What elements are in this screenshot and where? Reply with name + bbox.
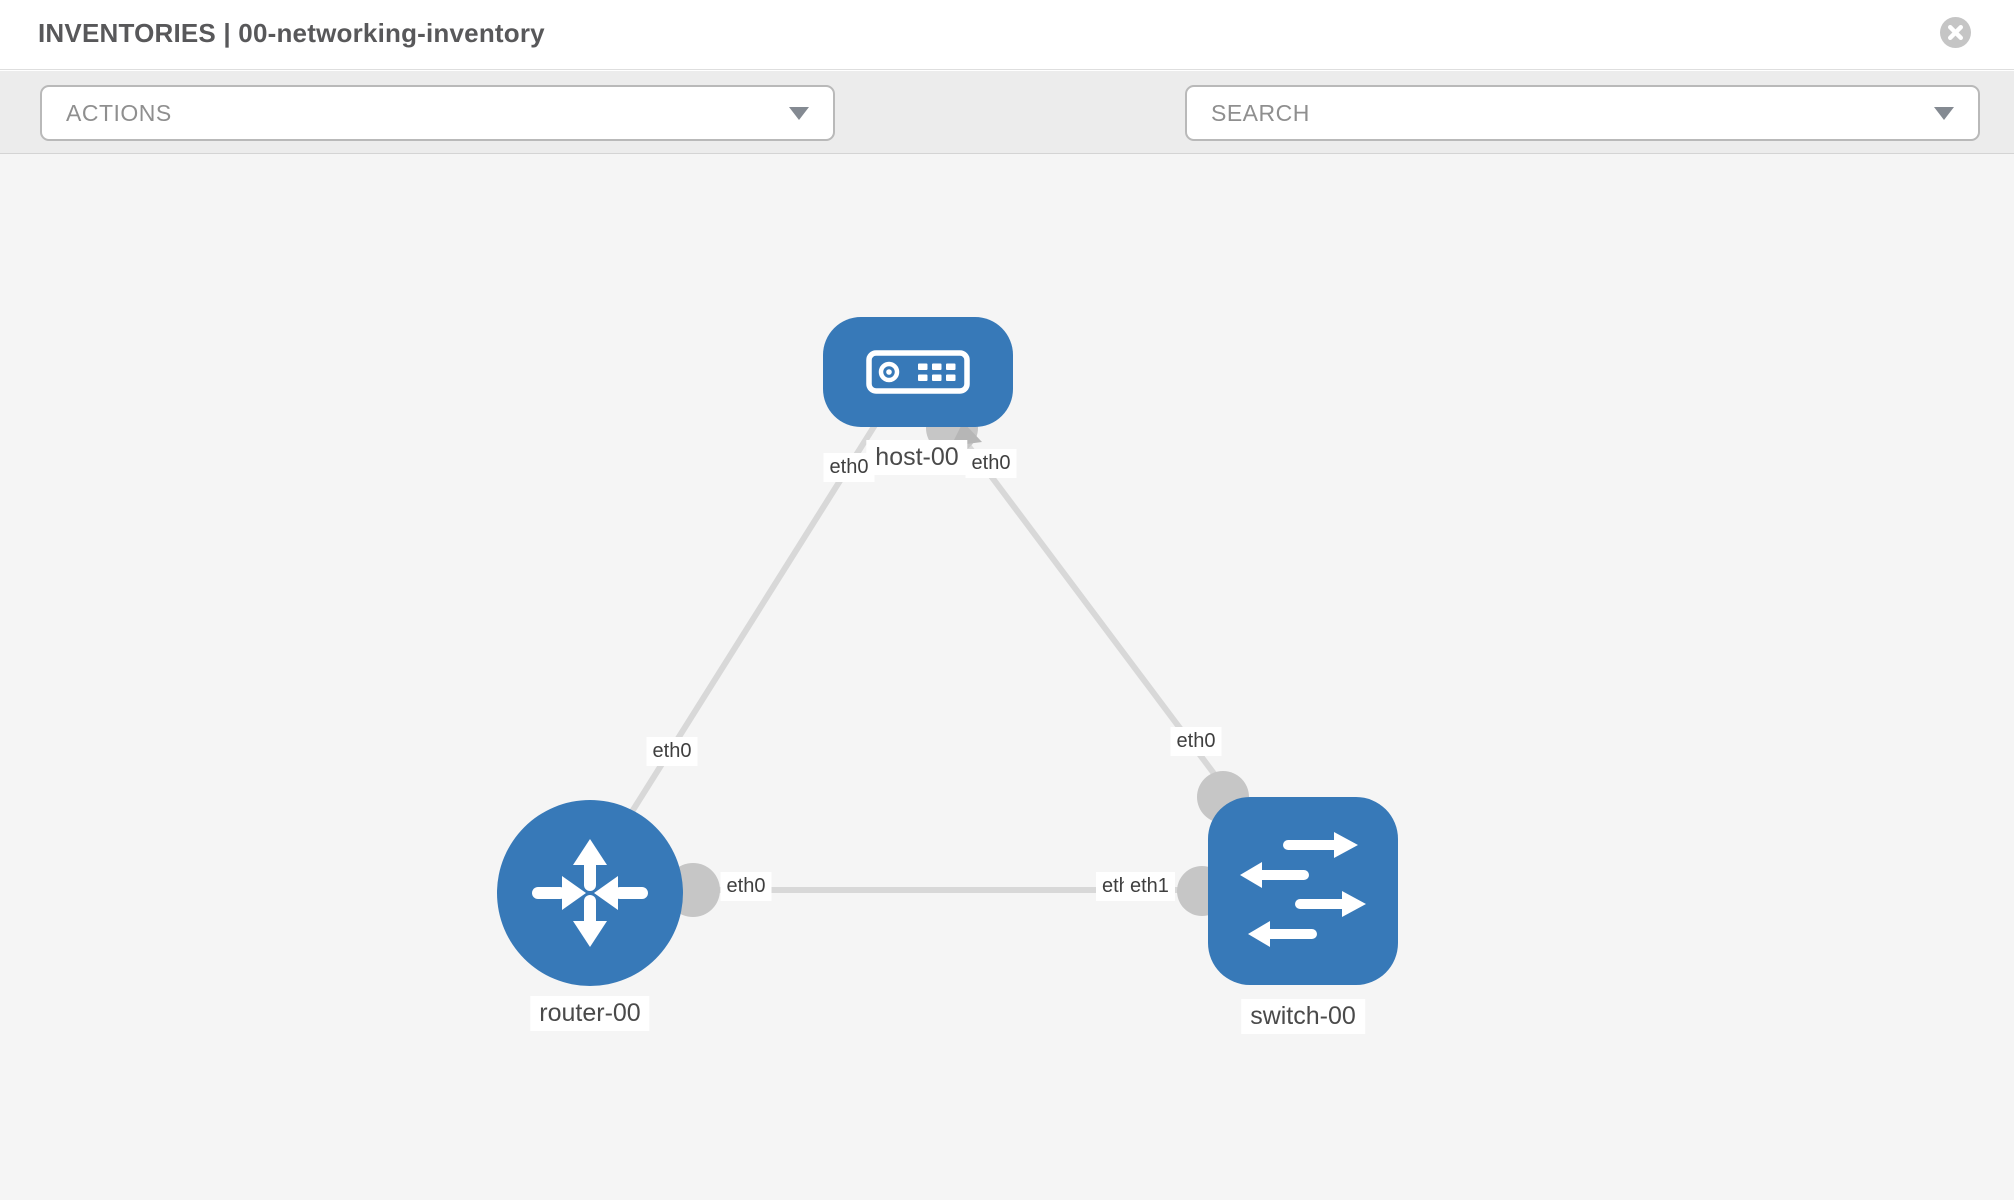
toolbar: ACTIONS SEARCH: [0, 71, 2014, 201]
chevron-down-icon: [789, 106, 809, 120]
page-title: INVENTORIES | 00-networking-inventory: [38, 18, 545, 48]
search-placeholder: SEARCH: [1211, 99, 1310, 126]
router-arrows-icon: [532, 839, 648, 947]
topology-canvas[interactable]: host-00 router-00 switch-00 eth0 eth0 et…: [0, 154, 2014, 1200]
links-layer: [625, 402, 1249, 917]
node-host-00[interactable]: [823, 317, 1013, 427]
node-label-host-00: host-00: [866, 440, 968, 475]
node-router-00[interactable]: [497, 800, 683, 986]
search-dropdown[interactable]: SEARCH: [1185, 85, 1980, 141]
node-label-router-00: router-00: [530, 996, 650, 1031]
switch-arrows-icon: [1240, 832, 1366, 947]
interface-label: eth0: [646, 737, 698, 766]
node-label-switch-00: switch-00: [1241, 999, 1365, 1034]
node-switch-00[interactable]: [1208, 797, 1398, 985]
actions-dropdown-label: ACTIONS: [66, 99, 172, 126]
close-button[interactable]: [1940, 17, 1971, 48]
interface-label: eth0: [1170, 727, 1222, 756]
close-icon: [1948, 25, 1964, 41]
interface-label: eth0: [720, 872, 772, 901]
interface-label: eth0: [823, 453, 875, 482]
interface-label: eth0: [965, 449, 1017, 478]
chevron-down-icon: [1934, 106, 1954, 120]
header: INVENTORIES | 00-networking-inventory: [0, 0, 2014, 70]
interface-label: eth1: [1124, 872, 1175, 901]
actions-dropdown[interactable]: ACTIONS: [40, 85, 835, 141]
host-server-icon: [866, 350, 970, 394]
